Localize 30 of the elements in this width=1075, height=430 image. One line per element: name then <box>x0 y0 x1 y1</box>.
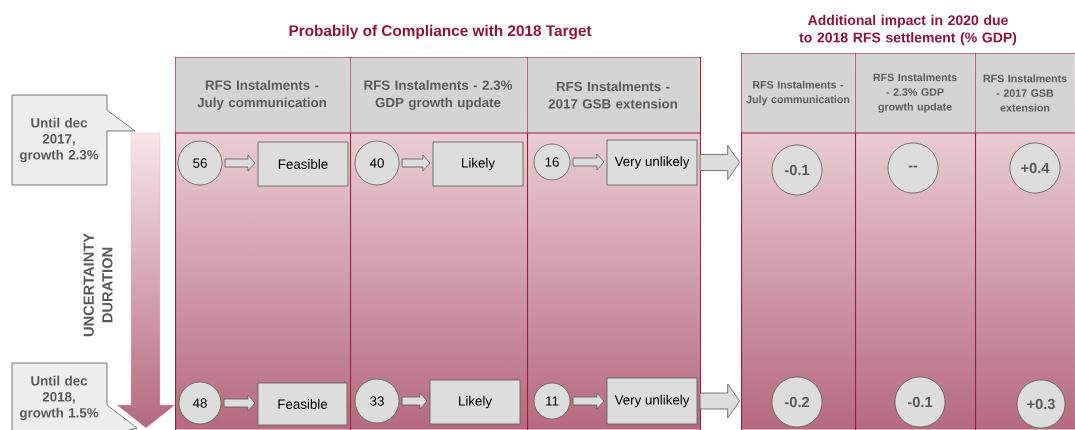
column-header: RFS Instalments - 2017 GSB extension <box>548 81 677 109</box>
table-column <box>855 53 977 430</box>
block-arrow <box>699 145 741 180</box>
rating-box: Feasible <box>257 141 349 187</box>
rating-box: Feasible <box>257 382 348 426</box>
rating-box: Likely <box>429 379 521 425</box>
title: Probabily of Compliance with 2018 Target <box>289 24 592 40</box>
rating-box: Very unlikely <box>606 377 698 425</box>
block-arrow <box>699 383 741 419</box>
block-arrow <box>223 394 256 412</box>
title: Additional impact in 2020 due to 2018 RFS settlement (% GDP) <box>799 14 1017 46</box>
rating-box: Very unlikely <box>606 139 698 186</box>
table-column <box>350 57 529 430</box>
column-header: RFS Instalments - 2.3% GDP growth update <box>873 73 957 113</box>
block-arrow <box>224 154 256 172</box>
table-column <box>741 53 857 430</box>
block-arrow <box>572 153 605 171</box>
rating-box: Likely <box>432 141 524 187</box>
axis-label: UNCERTAINTY DURATION <box>83 233 113 337</box>
block-arrow <box>401 154 431 172</box>
column-header: RFS Instalments - July communication <box>197 80 326 110</box>
column-header: RFS Instalments - July communication <box>746 80 850 106</box>
table-column <box>175 57 352 430</box>
block-arrow <box>572 392 605 410</box>
callout-box: Until dec 2018, growth 1.5% <box>11 362 138 430</box>
block-arrow <box>401 392 428 410</box>
table-column <box>527 57 702 430</box>
column-header: RFS Instalments - 2017 GSB extension <box>983 74 1067 112</box>
column-header: RFS Instalments - 2.3% GDP growth update <box>364 80 513 110</box>
callout-box: Until dec 2017, growth 2.3% <box>11 94 136 186</box>
